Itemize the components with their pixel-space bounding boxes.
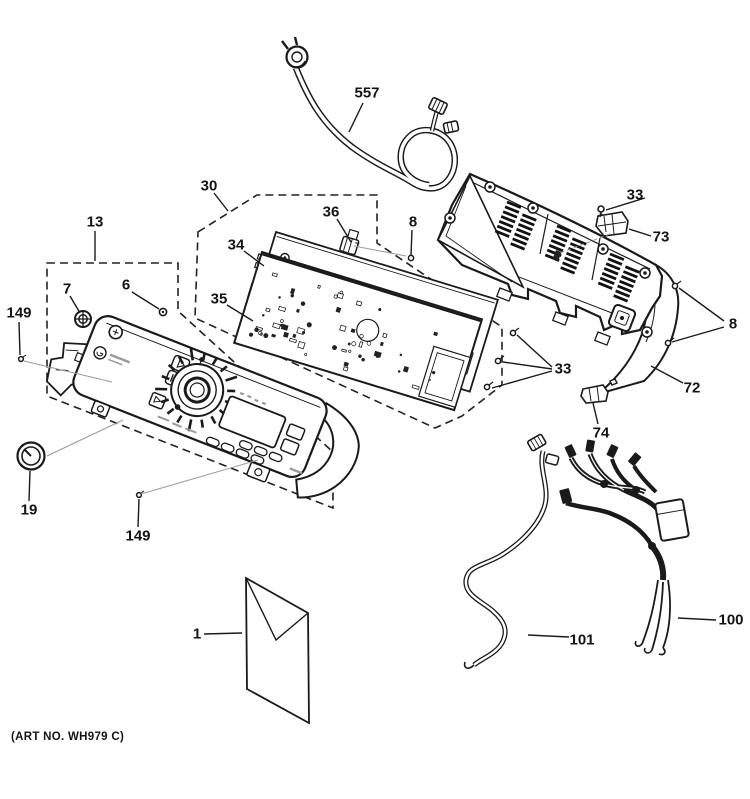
cord-connector — [442, 120, 460, 134]
cover-tabs — [495, 287, 611, 346]
callout-19: 19 — [20, 501, 38, 519]
callout-36: 36 — [322, 203, 340, 221]
board-components — [248, 272, 439, 390]
component-36 — [339, 228, 360, 256]
screws-33-board — [483, 327, 520, 391]
control-panel — [45, 315, 360, 499]
callout-149-left: 149 — [6, 304, 32, 322]
clip-74 — [580, 378, 618, 404]
callout-8-top: 8 — [408, 213, 418, 231]
callout-73: 73 — [652, 228, 670, 246]
screw-7 — [74, 310, 92, 328]
callout-33-top: 33 — [626, 186, 644, 204]
panel-end-cap — [295, 401, 360, 499]
callout-8-right: 8 — [728, 315, 738, 333]
display-cluster — [205, 391, 306, 475]
screw-6 — [158, 307, 168, 317]
clip-73 — [559, 211, 629, 254]
callout-6: 6 — [121, 276, 131, 294]
leader-lines — [18, 102, 725, 638]
callout-101: 101 — [569, 631, 595, 649]
art-number: (ART NO. WH979 C) — [11, 731, 125, 743]
screw-149-left — [17, 354, 27, 363]
callout-557: 557 — [354, 84, 380, 102]
callout-13: 13 — [86, 213, 104, 231]
envelope-1 — [245, 576, 310, 725]
power-cord-557 — [281, 36, 460, 192]
group-13-outline — [46, 262, 334, 510]
screw-33-top — [597, 205, 605, 218]
callout-1: 1 — [192, 625, 202, 643]
cord-plug — [281, 36, 309, 69]
callout-100: 100 — [718, 611, 744, 629]
wire-harness-100 — [559, 439, 690, 656]
option-button — [148, 391, 167, 410]
callout-149-bottom: 149 — [125, 527, 151, 545]
circuit-board-35 — [232, 250, 484, 412]
screw-bosses — [444, 181, 653, 338]
callout-30: 30 — [200, 177, 218, 195]
screw-149-bottom — [135, 490, 145, 499]
ge-logo — [93, 346, 131, 366]
callout-35: 35 — [210, 290, 228, 308]
cover-port — [607, 303, 637, 333]
callout-74: 74 — [592, 424, 610, 442]
callout-7: 7 — [62, 280, 72, 298]
rear-cover-72 — [436, 172, 680, 395]
callout-34: 34 — [227, 236, 245, 254]
callout-33-mid: 33 — [554, 360, 572, 378]
callout-72: 72 — [683, 379, 701, 397]
cord-connector — [428, 97, 448, 115]
screws-8 — [407, 254, 682, 347]
thin-reference-lines — [23, 245, 407, 495]
group-30-outline — [194, 194, 503, 429]
wire-harness-101 — [463, 433, 560, 669]
knob-19 — [16, 441, 46, 471]
